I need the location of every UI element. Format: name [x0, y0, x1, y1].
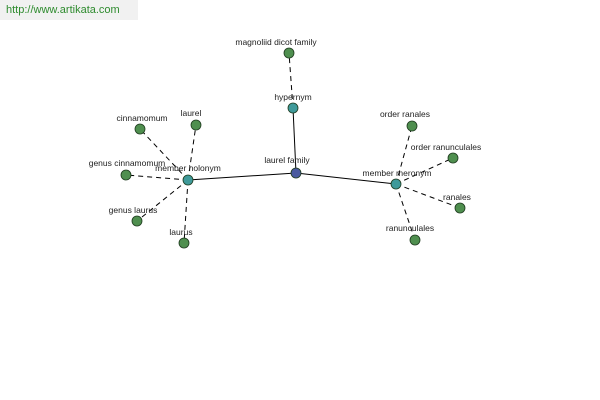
node-laurel-family[interactable] — [290, 167, 302, 179]
edge-member-meronym-to-order-ranunculales — [395, 157, 454, 185]
node-member-meronym[interactable] — [390, 178, 402, 190]
node-label-laurel: laurel — [181, 108, 202, 118]
node-label-ranunculales: ranunculales — [386, 223, 434, 233]
node-label-magnoliid-dicot-family: magnoliid dicot family — [235, 37, 317, 47]
edge-laurel-family-to-member-meronym — [295, 172, 397, 185]
node-genus-laurus[interactable] — [131, 215, 143, 227]
edge-member-holonym-to-laurus — [183, 179, 189, 244]
node-order-ranales[interactable] — [406, 120, 418, 132]
edge-member-holonym-to-cinnamomum — [139, 128, 189, 181]
node-magnoliid-dicot-family[interactable] — [283, 47, 295, 59]
node-order-ranunculales[interactable] — [447, 152, 459, 164]
node-label-genus-laurus: genus laurus — [109, 205, 158, 215]
node-label-order-ranales: order ranales — [380, 109, 430, 119]
node-label-laurel-family: laurel family — [264, 155, 310, 165]
edge-laurel-family-to-hypernym — [292, 107, 297, 174]
edge-member-holonym-to-genus-laurus — [136, 179, 189, 222]
node-label-order-ranunculales: order ranunculales — [411, 142, 481, 152]
node-label-hypernym: hypernym — [274, 92, 311, 102]
node-label-genus-cinnamomum: genus cinnamomum — [89, 158, 166, 168]
node-label-ranales: ranales — [443, 192, 471, 202]
edges-layer — [125, 52, 461, 244]
source-url-bar: http://www.artikata.com — [0, 0, 138, 20]
node-laurus[interactable] — [178, 237, 190, 249]
node-label-member-meronym: member meronym — [363, 168, 432, 178]
node-ranales[interactable] — [454, 202, 466, 214]
node-label-laurus: laurus — [169, 227, 192, 237]
node-label-member-holonym: member holonym — [155, 163, 221, 173]
node-label-cinnamomum: cinnamomum — [116, 113, 167, 123]
node-genus-cinnamomum[interactable] — [120, 169, 132, 181]
nodes-layer — [120, 47, 466, 249]
node-member-holonym[interactable] — [182, 174, 194, 186]
edge-laurel-family-to-member-holonym — [187, 172, 297, 181]
node-ranunculales[interactable] — [409, 234, 421, 246]
node-laurel[interactable] — [190, 119, 202, 131]
edge-member-meronym-to-order-ranales — [395, 125, 413, 185]
edge-member-meronym-to-ranunculales — [395, 183, 416, 241]
edge-member-holonym-to-laurel — [187, 124, 197, 181]
edge-hypernym-to-magnoliid-dicot-family — [288, 52, 294, 109]
node-hypernym[interactable] — [287, 102, 299, 114]
edge-member-holonym-to-genus-cinnamomum — [125, 174, 189, 181]
source-url-link[interactable]: http://www.artikata.com — [6, 4, 120, 16]
labels-layer: laurel family hypernym member holonym membe… — [89, 37, 481, 237]
edge-member-meronym-to-ranales — [395, 183, 461, 209]
node-cinnamomum[interactable] — [134, 123, 146, 135]
